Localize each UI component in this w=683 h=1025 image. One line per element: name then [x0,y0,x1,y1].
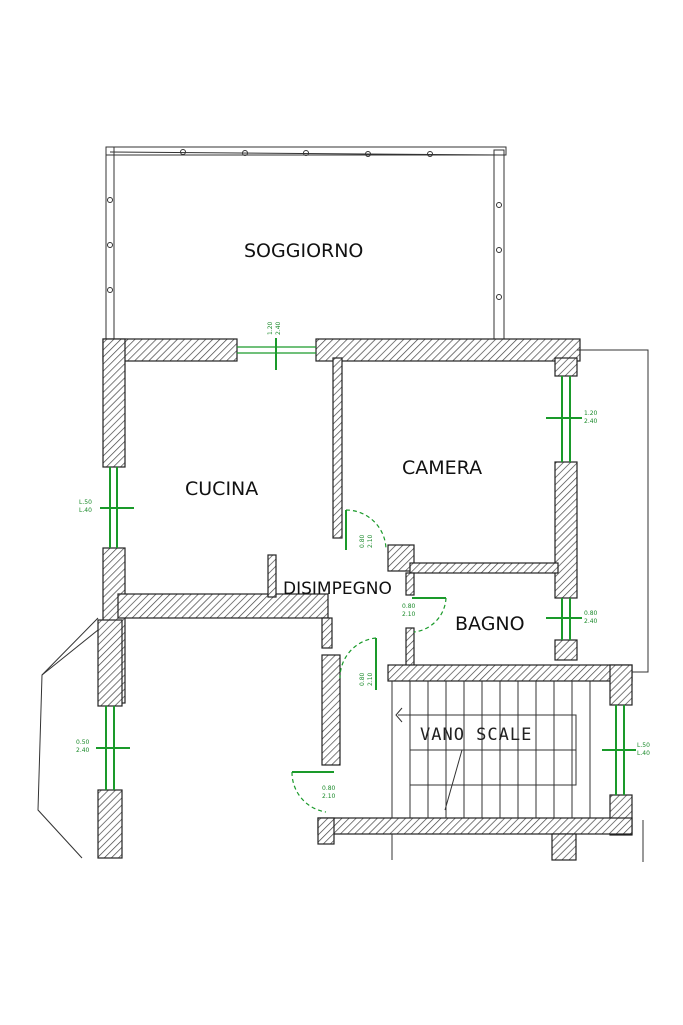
stair-window: L.50 L.40 [602,705,650,795]
staircase [391,681,591,818]
dim-cucina-b: L.40 [79,507,92,514]
room-label-camera: CAMERA [402,457,482,479]
door-camera: 0.80 2.10 [345,509,387,551]
door-lower: 0.80 2.10 [339,637,377,690]
room-label-cucina: CUCINA [185,478,258,500]
dim-cucina-a: L.50 [79,499,92,506]
bagno-window: 0.80 2.40 [546,598,598,640]
dim-bagno-a: 0.80 [584,610,598,617]
room-label-vano-scale: VANO SCALE [420,725,532,745]
dim-door-entry-a: 0.80 [322,785,336,792]
door-bagno: 0.80 2.10 [402,597,447,633]
dim-bagno-b: 2.40 [584,618,598,625]
dim-camera-a: 1.20 [584,410,598,417]
dim-door-camera-a: 0.80 [359,534,366,548]
dim-lower-left-b: 2.40 [76,747,90,754]
walls [97,338,633,861]
exterior-lines [37,349,649,862]
camera-window: 1.20 2.40 [546,376,598,462]
room-labels: SOGGIORNO CUCINA CAMERA DISIMPEGNO BAGNO… [185,240,532,745]
room-label-bagno: BAGNO [455,613,525,635]
dim-door-bagno-a: 0.80 [402,603,416,610]
dim-stair-b: L.40 [637,750,650,757]
dim-door-lower-b: 2.10 [367,672,374,686]
soggiorno-window: 1.20 2.40 [237,321,316,370]
dim-door-camera-b: 2.10 [367,534,374,548]
dim-soggiorno-a: 1.20 [267,321,274,335]
lower-left-window: 0.50 2.40 [76,706,130,790]
door-entry: 0.80 2.10 [291,771,336,813]
doors: 0.80 2.10 0.80 2.10 0.80 2.10 0.80 2.10 [291,509,447,813]
openings: 1.20 2.40 L.50 L.40 0.50 2.40 1.20 2.40 [76,321,650,795]
room-label-disimpegno: DISIMPEGNO [283,579,392,599]
dim-camera-b: 2.40 [584,418,598,425]
dim-soggiorno-b: 2.40 [275,321,282,335]
dim-door-bagno-b: 2.10 [402,611,416,618]
dim-door-lower-a: 0.80 [359,672,366,686]
soggiorno-frame [105,146,507,343]
room-label-soggiorno: SOGGIORNO [244,240,363,262]
cucina-window: L.50 L.40 [79,467,134,548]
dim-door-entry-b: 2.10 [322,793,336,800]
dim-lower-left-a: 0.50 [76,739,90,746]
dim-stair-a: L.50 [637,742,650,749]
